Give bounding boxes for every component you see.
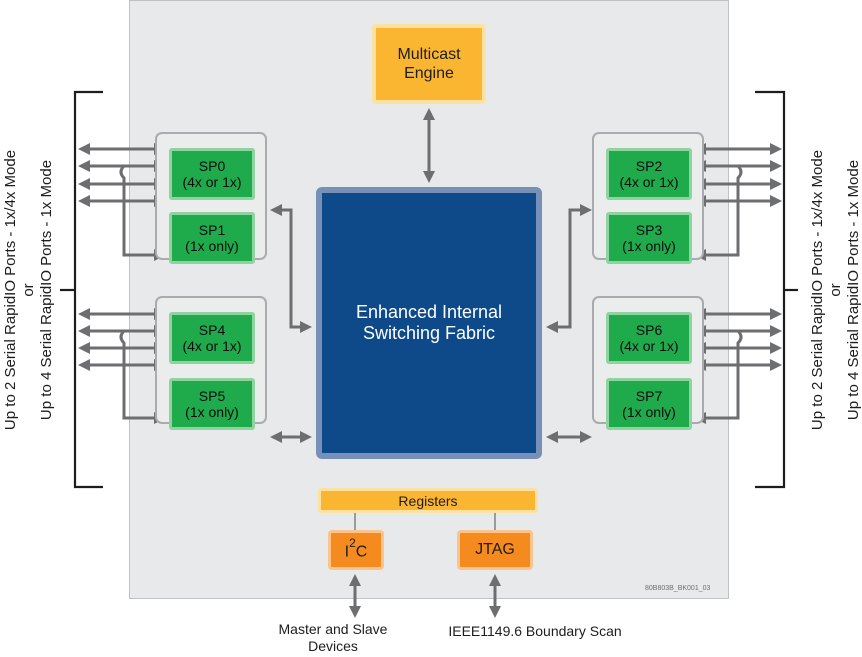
sp3-mode: (1x only) bbox=[622, 238, 676, 254]
left-side-line1: Up to 2 Serial RapidIO Ports - 1x/4x Mod… bbox=[2, 149, 19, 431]
i2c-block: I2C bbox=[328, 530, 384, 570]
right-side-label: Up to 2 Serial RapidIO Ports - 1x/4x Mod… bbox=[809, 150, 862, 430]
i2c-label: I2C bbox=[344, 535, 368, 561]
left-side-label: Up to 2 Serial RapidIO Ports - 1x/4x Mod… bbox=[2, 150, 56, 430]
multicast-engine-label: Multicast Engine bbox=[397, 46, 461, 82]
sp4-name: SP4 bbox=[198, 322, 226, 338]
left-bracket bbox=[73, 90, 103, 489]
group-sp01-fabric-arrow bbox=[270, 204, 312, 333]
right-side-line2: or bbox=[827, 283, 844, 297]
sp7-box: SP7(1x only) bbox=[606, 378, 692, 430]
left-lower-lanes bbox=[78, 308, 166, 424]
master-slave-label: Master and Slave Devices bbox=[278, 621, 388, 654]
right-side-line1: Up to 2 Serial RapidIO Ports - 1x/4x Mod… bbox=[809, 149, 826, 431]
switching-fabric-block: Enhanced Internal Switching Fabric bbox=[316, 187, 542, 459]
sp5-mode: (1x only) bbox=[185, 404, 239, 420]
sp5-box: SP5(1x only) bbox=[169, 378, 255, 430]
boundary-scan-label: IEEE1149.6 Boundary Scan bbox=[448, 623, 622, 639]
switching-fabric-label: Enhanced Internal Switching Fabric bbox=[355, 302, 503, 343]
sp7-mode: (1x only) bbox=[622, 404, 676, 420]
sp1-mode: (1x only) bbox=[185, 238, 239, 254]
sp0-name: SP0 bbox=[198, 158, 226, 174]
right-bracket bbox=[755, 90, 786, 489]
sp7-name: SP7 bbox=[635, 388, 663, 404]
multicast-engine-block: Multicast Engine bbox=[372, 24, 486, 104]
registers-block: Registers bbox=[318, 488, 538, 513]
sp6-name: SP6 bbox=[635, 322, 663, 338]
sp4-box: SP4(4x or 1x) bbox=[169, 312, 255, 364]
sp2-mode: (4x or 1x) bbox=[619, 174, 679, 190]
sp2-box: SP2(4x or 1x) bbox=[606, 148, 692, 200]
group-sp23-fabric-arrow bbox=[546, 204, 592, 333]
registers-label: Registers bbox=[398, 492, 458, 509]
sp0-mode: (4x or 1x) bbox=[182, 174, 242, 190]
jtag-block: JTAG bbox=[457, 530, 533, 570]
left-side-line3: Up to 4 Serial RapidIO Ports - 1x Mode bbox=[38, 159, 55, 421]
sp2-name: SP2 bbox=[635, 158, 663, 174]
sp5-name: SP5 bbox=[198, 388, 226, 404]
figure-id: 80B803B_BK001_03 bbox=[645, 585, 711, 592]
sp4-mode: (4x or 1x) bbox=[182, 338, 242, 354]
right-lower-lanes bbox=[694, 308, 782, 424]
right-side-line3: Up to 4 Serial RapidIO Ports - 1x Mode bbox=[845, 159, 862, 421]
sp0-box: SP0(4x or 1x) bbox=[169, 148, 255, 200]
left-upper-lanes bbox=[78, 143, 166, 261]
sp3-name: SP3 bbox=[635, 222, 663, 238]
jtag-label: JTAG bbox=[475, 541, 515, 558]
sp6-box: SP6(4x or 1x) bbox=[606, 312, 692, 364]
sp1-name: SP1 bbox=[198, 222, 226, 238]
right-upper-lanes bbox=[694, 143, 782, 261]
sp3-box: SP3(1x only) bbox=[606, 212, 692, 264]
left-side-line2: or bbox=[20, 283, 37, 297]
sp6-mode: (4x or 1x) bbox=[619, 338, 679, 354]
sp1-box: SP1(1x only) bbox=[169, 212, 255, 264]
